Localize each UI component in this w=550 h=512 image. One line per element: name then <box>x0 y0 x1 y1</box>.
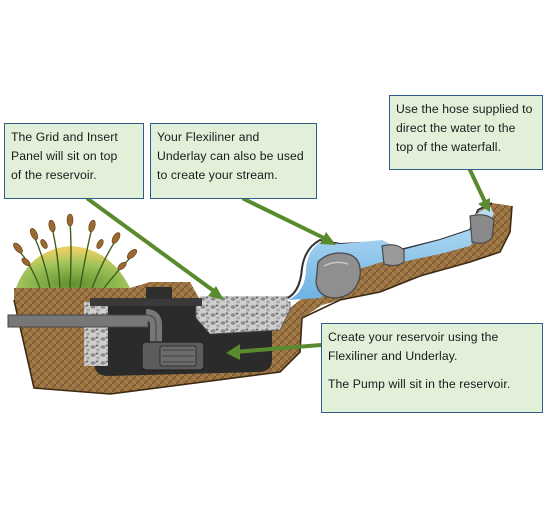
gravel-layer <box>195 301 291 335</box>
callout-line: direct the water to the <box>396 121 516 135</box>
hose-pipe-icon <box>7 309 162 348</box>
callout-line: Underlay can also be used <box>157 149 304 163</box>
pump-icon <box>141 341 205 371</box>
callout-pump-line: The Pump will sit in the reservoir. <box>328 377 511 391</box>
rock-icon <box>315 214 495 299</box>
callout-line: The Grid and Insert <box>11 130 118 144</box>
callout-grid-insert-panel: The Grid and Insert Panel will sit on to… <box>4 123 144 199</box>
grid-insert-panel <box>90 298 202 306</box>
callout-line: Your Flexiliner and <box>157 130 260 144</box>
callout-line: top of the waterfall. <box>396 140 502 154</box>
arrow-flexiliner <box>242 197 336 245</box>
callout-line: to create your stream. <box>157 168 278 182</box>
pointer-arrows <box>86 168 490 360</box>
plant-cluster-icon <box>13 213 138 289</box>
arrow-reservoir <box>226 343 323 360</box>
callout-line: Use the hose supplied to <box>396 102 533 116</box>
callout-line: Panel will sit on top <box>11 149 118 163</box>
callout-line: Create your reservoir using the <box>328 330 499 344</box>
callout-line: Flexiliner and Underlay. <box>328 349 458 363</box>
callout-flexiliner-stream: Your Flexiliner and Underlay can also be… <box>150 123 317 199</box>
callout-line: of the reservoir. <box>11 168 97 182</box>
arrow-hose <box>468 168 490 212</box>
callout-hose-waterfall: Use the hose supplied to direct the wate… <box>389 95 543 170</box>
callout-reservoir-pump: Create your reservoir using the Flexilin… <box>321 323 543 413</box>
arrow-grid <box>86 197 224 300</box>
